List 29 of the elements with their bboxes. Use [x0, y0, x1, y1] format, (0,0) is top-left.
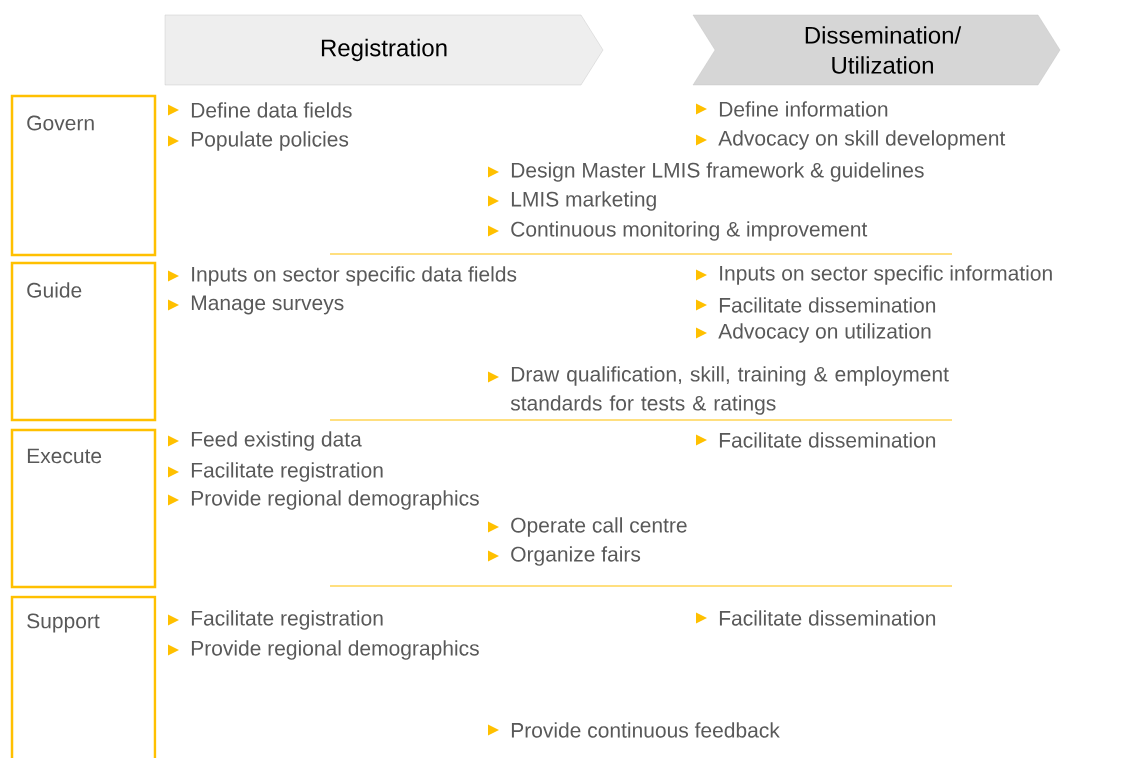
bullet-item: Continuous monitoring & improvement — [488, 221, 868, 241]
bullet-item: Facilitate registration — [168, 610, 383, 630]
bullet-item: Provide regional demographics — [168, 490, 479, 510]
bullet-item: Define data fields — [168, 102, 352, 118]
bullet-item: Design Master LMIS framework & guidelines — [488, 162, 924, 182]
bullet-item: Facilitate dissemination — [696, 610, 936, 626]
row-box: Execute — [10, 428, 157, 589]
bullet-item: Populate policies — [168, 131, 349, 151]
bullet-item: Operate call centre — [488, 517, 687, 537]
row-box: Guide — [10, 261, 157, 422]
bullet-item: Feed existing data — [168, 431, 362, 451]
chevron-header: Dissemination/ Utilization — [692, 14, 1061, 86]
bullet-item: Organize fairs — [488, 546, 641, 566]
bullet-item: Facilitate dissemination — [696, 297, 936, 313]
row-box: Govern — [10, 94, 157, 257]
bullet-item: Draw qualification, skill, training & employment standards for tests & ratings — [488, 366, 949, 415]
bullet-item: Facilitate registration — [168, 462, 383, 482]
bullet-item: Advocacy on skill development — [696, 130, 1006, 150]
bullet-item: Inputs on sector specific data fields — [168, 266, 517, 286]
bullet-item: Advocacy on utilization — [696, 323, 931, 343]
bullet-item: Provide regional demographics — [168, 640, 479, 660]
bullet-item: Define information — [696, 101, 888, 117]
bullet-item: Facilitate dissemination — [696, 432, 936, 448]
chevron-header: Registration — [164, 14, 604, 86]
bullet-item: Manage surveys — [168, 295, 344, 315]
bullet-item: Inputs on sector specific information — [696, 265, 1052, 285]
row-box: Support — [10, 595, 157, 758]
bullet-item: Provide continuous feedback — [488, 722, 780, 738]
bullet-item: LMIS marketing — [488, 191, 656, 211]
